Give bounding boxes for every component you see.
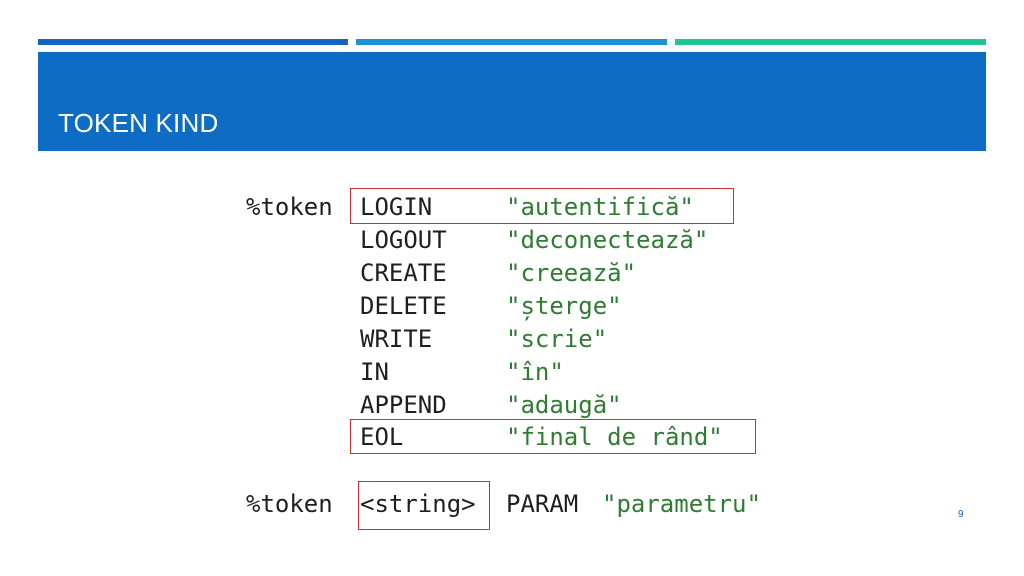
token-keyword-second: %token bbox=[246, 490, 333, 518]
accent-bar-blue bbox=[38, 39, 348, 45]
token-keyword: %token bbox=[246, 193, 333, 221]
slide-title: TOKEN KIND bbox=[58, 108, 219, 138]
token-name-param: PARAM bbox=[506, 490, 579, 518]
token-value: "scrie" bbox=[506, 325, 608, 353]
token-name: IN bbox=[360, 358, 389, 386]
token-value: "în" bbox=[506, 358, 564, 386]
highlight-box-string bbox=[358, 481, 490, 530]
token-name: APPEND bbox=[360, 391, 447, 419]
token-value: "creează" bbox=[506, 259, 637, 287]
page-number: 9 bbox=[958, 509, 964, 520]
token-name: LOGOUT bbox=[360, 226, 447, 254]
token-value-param: "parametru" bbox=[602, 490, 761, 518]
token-name: DELETE bbox=[360, 292, 447, 320]
token-name: EOL bbox=[360, 423, 404, 451]
token-value: "adaugă" bbox=[506, 391, 622, 419]
token-name: CREATE bbox=[360, 259, 447, 287]
token-value: "deconectează" bbox=[506, 226, 709, 254]
accent-bar-light-blue bbox=[356, 39, 667, 45]
token-name: LOGIN bbox=[360, 193, 433, 221]
token-value: "șterge" bbox=[506, 292, 622, 320]
title-band: TOKEN KIND bbox=[38, 52, 986, 151]
token-type: <string> bbox=[360, 490, 476, 518]
highlight-box-eol bbox=[350, 419, 756, 454]
token-value: "autentifică" bbox=[506, 193, 694, 221]
highlight-box-login bbox=[350, 188, 734, 224]
token-value: "final de rând" bbox=[506, 423, 723, 451]
token-name: WRITE bbox=[360, 325, 433, 353]
accent-bar-green bbox=[675, 39, 986, 45]
